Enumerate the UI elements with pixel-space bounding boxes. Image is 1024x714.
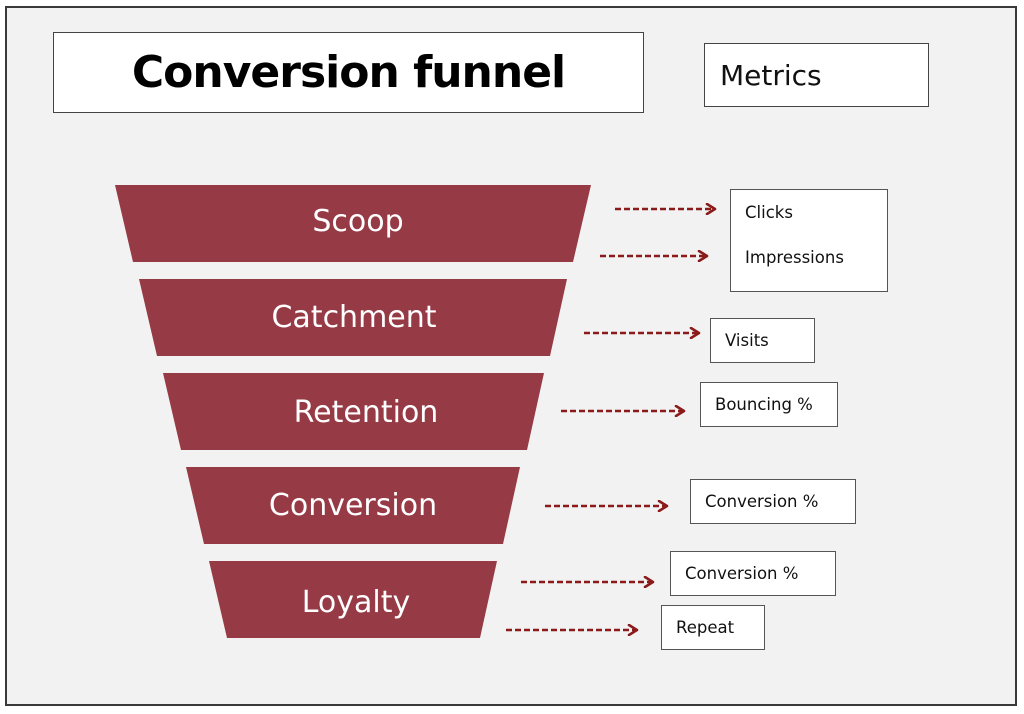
metric-box-catchment: Visits [710, 318, 815, 363]
stage-label-catchment: Catchment [271, 300, 436, 335]
metric-box-repeat: Repeat [661, 605, 765, 650]
metric-loyalty-conversion-percent: Conversion % [685, 564, 799, 583]
metric-clicks: Clicks [745, 203, 793, 222]
metric-box-scoop: Clicks Impressions [730, 189, 888, 292]
funnel-stage-catchment: Catchment [139, 279, 567, 356]
stage-label-loyalty: Loyalty [302, 585, 411, 620]
title-box: Conversion funnel [53, 32, 644, 113]
funnel-segment-shape [139, 279, 567, 356]
metrics-header-box: Metrics [704, 43, 929, 107]
funnel-segment-shape [115, 185, 591, 262]
metric-conversion-percent: Conversion % [705, 492, 819, 511]
stage-label-scoop: Scoop [312, 204, 403, 239]
metric-impressions: Impressions [745, 248, 844, 267]
funnel-segment-shape [186, 467, 520, 544]
funnel-stage-loyalty: Loyalty [209, 561, 497, 638]
metric-bouncing-percent: Bouncing % [715, 395, 813, 414]
stage-label-conversion: Conversion [269, 488, 437, 523]
funnel-stage-scoop: Scoop [115, 185, 591, 262]
funnel-segment-shape [163, 373, 544, 450]
funnel-stage-conversion: Conversion [186, 467, 520, 544]
metric-box-retention: Bouncing % [700, 382, 838, 427]
stage-label-retention: Retention [294, 395, 439, 430]
funnel-segment-shape [209, 561, 497, 638]
funnel-stage-retention: Retention [163, 373, 544, 450]
metric-repeat: Repeat [676, 618, 735, 637]
diagram-title: Conversion funnel [131, 47, 566, 98]
metric-visits: Visits [725, 331, 769, 350]
metric-box-loyalty-conversion: Conversion % [670, 551, 836, 596]
metrics-header: Metrics [720, 58, 822, 92]
metric-box-conversion: Conversion % [690, 479, 856, 524]
